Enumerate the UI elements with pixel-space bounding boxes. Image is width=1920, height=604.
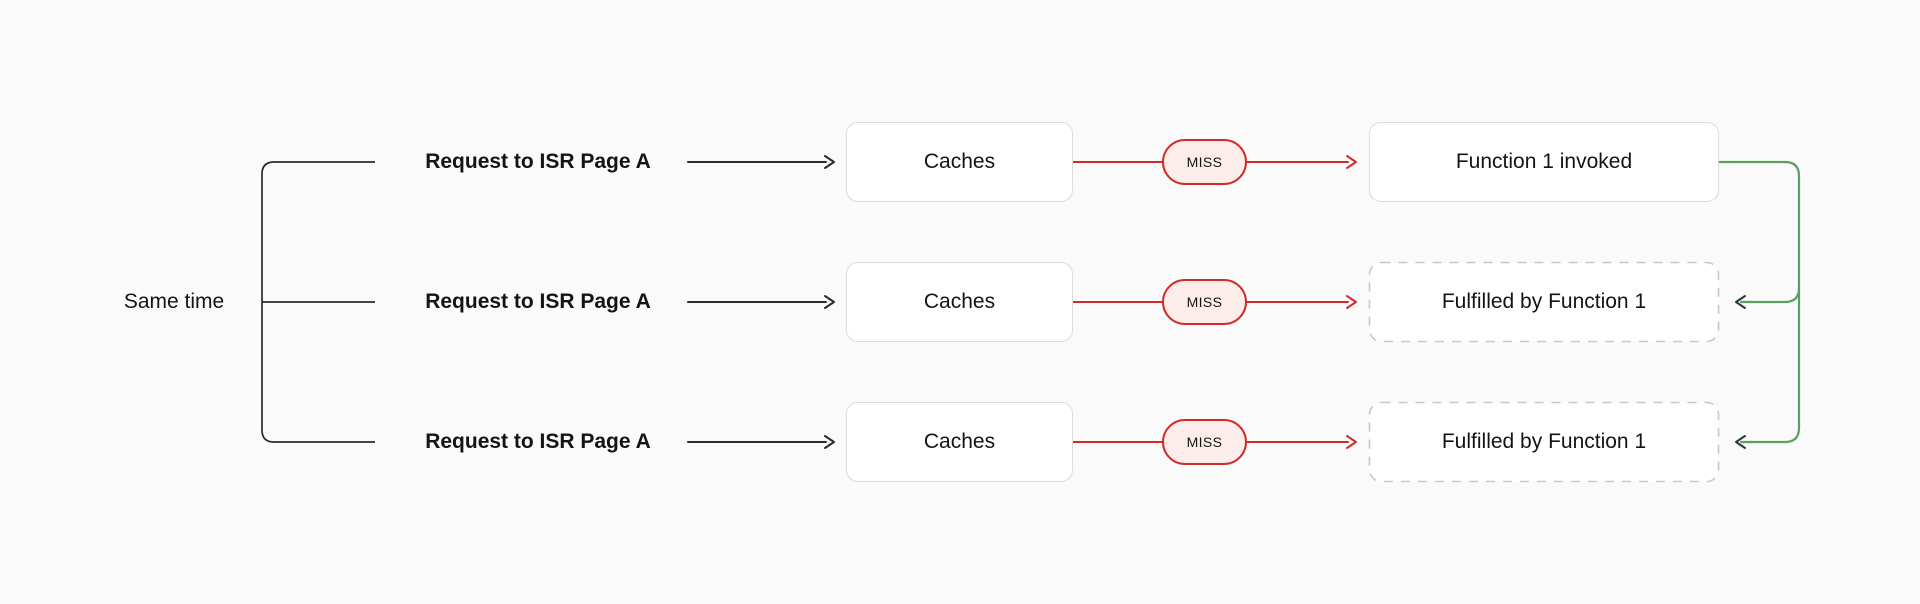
caches-node-3: Caches — [846, 402, 1073, 482]
arrowhead-icon — [824, 295, 835, 309]
same-time-label: Same time — [123, 290, 225, 313]
green-branch-row2 — [1739, 286, 1801, 304]
miss-badge-label: MISS — [1186, 154, 1223, 170]
green-arrowheads — [1735, 295, 1746, 449]
fulfilled-node-3: Fulfilled by Function 1 — [1369, 402, 1719, 482]
miss-path-arrows — [1072, 155, 1357, 449]
result-node-label: Function 1 invoked — [1455, 150, 1633, 173]
request-label-2: Request to ISR Page A — [425, 290, 651, 313]
red-arrowhead-icon — [1346, 155, 1357, 169]
fulfilled-node-2: Fulfilled by Function 1 — [1369, 262, 1719, 342]
function1-fanout-links — [1717, 160, 1801, 444]
result-node-label: Fulfilled by Function 1 — [1441, 430, 1647, 453]
red-arrowhead-icon — [1346, 295, 1357, 309]
request-label-3: Request to ISR Page A — [425, 430, 651, 453]
caches-node-2: Caches — [846, 262, 1073, 342]
caches-node-1: Caches — [846, 122, 1073, 202]
green-arrowhead-icon — [1735, 295, 1746, 309]
miss-badge-label: MISS — [1186, 294, 1223, 310]
green-arrowhead-icon — [1735, 435, 1746, 449]
caches-node-label: Caches — [923, 430, 996, 453]
arrowhead-icon — [824, 435, 835, 449]
miss-badge-label: MISS — [1186, 434, 1223, 450]
caches-node-label: Caches — [923, 150, 996, 173]
miss-badge-2: MISS — [1162, 279, 1247, 325]
arrowhead-icon — [824, 155, 835, 169]
fulfilled-node-outline-2 — [1368, 261, 1720, 343]
miss-badge-1: MISS — [1162, 139, 1247, 185]
same-time-bracket — [261, 161, 375, 443]
green-trunk-path — [1717, 160, 1801, 444]
red-arrowhead-icon — [1346, 435, 1357, 449]
miss-badge-3: MISS — [1162, 419, 1247, 465]
request-label-1: Request to ISR Page A — [425, 150, 651, 173]
result-node-label: Fulfilled by Function 1 — [1441, 290, 1647, 313]
request-to-caches-arrows — [687, 155, 835, 449]
dashed-result-nodes — [1368, 261, 1720, 483]
function-1-invoked-node: Function 1 invoked — [1369, 122, 1719, 202]
fulfilled-node-outline-3 — [1368, 401, 1720, 483]
caches-node-label: Caches — [923, 290, 996, 313]
